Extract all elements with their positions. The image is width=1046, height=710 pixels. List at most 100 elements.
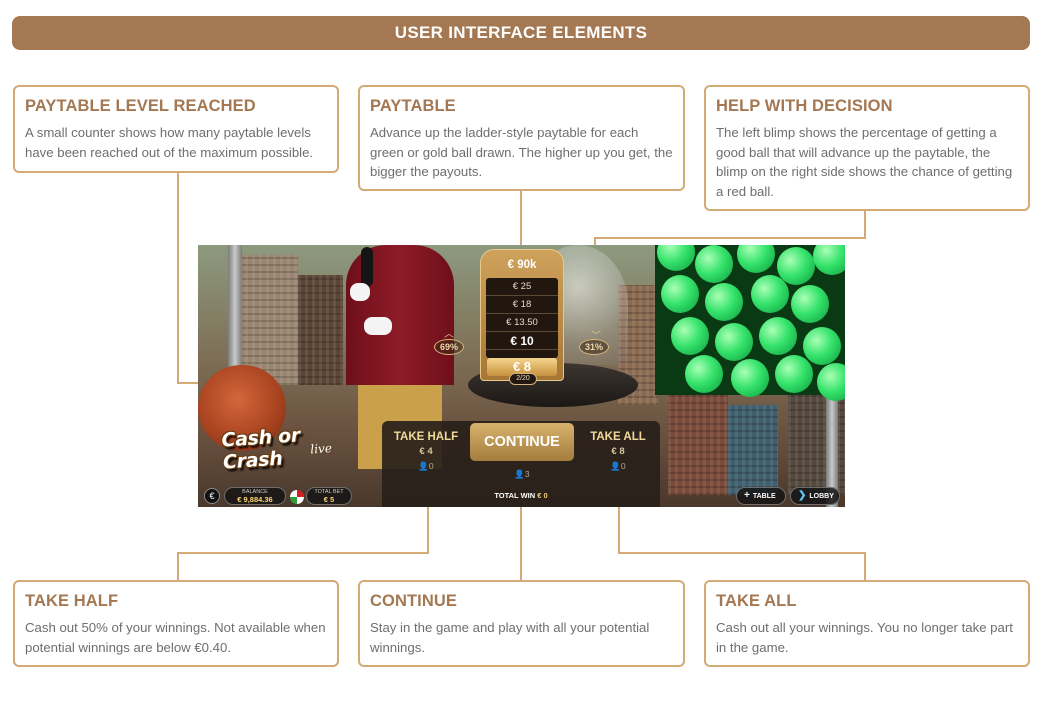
game-screenshot: € 90k € 25 € 18 € 13.50 € 10 € 8 2/20 ︿ …	[198, 245, 845, 507]
green-ball	[685, 355, 723, 393]
total-bet-value: € 5	[323, 495, 335, 504]
person-icon: 👤	[514, 469, 525, 479]
callout-paytable: PAYTABLE Advance up the ladder-style pay…	[358, 85, 685, 191]
total-win-value: € 0	[537, 491, 548, 500]
person-icon: 👤	[418, 461, 429, 471]
callout-text: The left blimp shows the percentage of g…	[716, 125, 1013, 199]
logo-text: Cash or Crash	[220, 424, 301, 474]
green-ball-wall	[655, 245, 845, 401]
take-all-button[interactable]: TAKE ALL € 8 👤0	[574, 421, 662, 472]
lobby-button[interactable]: ❯LOBBY	[790, 487, 840, 505]
green-ball	[731, 359, 769, 397]
background-building	[668, 385, 728, 495]
callout-title: CONTINUE	[370, 592, 457, 610]
continue-players: 👤3	[514, 469, 530, 479]
green-ball	[775, 355, 813, 393]
red-ball-percentage: 31%	[585, 342, 604, 352]
green-ball	[661, 275, 699, 313]
callout-title: HELP WITH DECISION	[716, 97, 893, 115]
callout-text: Cash out 50% of your winnings. Not avail…	[25, 620, 326, 655]
take-all-label: TAKE ALL	[590, 431, 646, 443]
game-logo: Cash or Crash live	[221, 420, 357, 473]
balance-value: € 9,884.36	[237, 495, 273, 504]
good-ball-percentage: 69%	[440, 342, 459, 352]
paytable-row: € 10	[486, 332, 558, 350]
paytable-ladder: € 25 € 18 € 13.50 € 10	[486, 278, 558, 358]
background-building	[298, 275, 343, 385]
table-button[interactable]: +TABLE	[736, 487, 786, 505]
presenter-glove	[364, 317, 392, 335]
paytable-row: € 25	[486, 278, 558, 296]
callout-title: PAYTABLE LEVEL REACHED	[25, 97, 256, 115]
paytable-row: € 13.50	[486, 314, 558, 332]
callout-title: TAKE HALF	[25, 592, 119, 610]
take-half-amount: € 4	[419, 446, 433, 457]
section-header: USER INTERFACE ELEMENTS	[12, 16, 1030, 50]
callout-take-all: TAKE ALL Cash out all your winnings. You…	[704, 580, 1030, 667]
paytable: € 90k € 25 € 18 € 13.50 € 10 € 8	[480, 249, 564, 381]
callout-title: TAKE ALL	[716, 592, 797, 610]
green-ball	[705, 283, 743, 321]
green-ball	[791, 285, 829, 323]
paytable-current-level: € 8	[487, 358, 557, 376]
balance-label: BALANCE	[242, 489, 268, 495]
green-ball	[695, 245, 733, 283]
connector-line	[520, 191, 522, 253]
callout-title: PAYTABLE	[370, 97, 456, 115]
callout-text: Advance up the ladder-style paytable for…	[370, 125, 673, 179]
green-ball	[813, 245, 845, 275]
total-win-label: TOTAL WIN	[494, 491, 536, 500]
pumpkin-decoration	[198, 365, 286, 451]
total-win: TOTAL WIN € 0	[442, 491, 600, 500]
microphone	[361, 247, 373, 287]
lobby-arrow-icon: ❯	[798, 490, 807, 501]
callout-take-half: TAKE HALF Cash out 50% of your winnings.…	[13, 580, 339, 667]
logo-subtext: live	[309, 441, 333, 457]
green-ball	[751, 275, 789, 313]
green-ball	[817, 363, 845, 401]
continue-button[interactable]: CONTINUE	[470, 423, 574, 461]
connector-line	[427, 482, 429, 554]
green-ball	[671, 317, 709, 355]
callout-paytable-level: PAYTABLE LEVEL REACHED A small counter s…	[13, 85, 339, 173]
take-half-label: TAKE HALF	[393, 431, 459, 443]
background-building	[728, 405, 778, 495]
green-ball	[657, 245, 695, 271]
green-ball	[737, 245, 775, 273]
callout-text: Stay in the game and play with all your …	[370, 620, 650, 655]
total-bet-display: TOTAL BET € 5	[306, 487, 352, 505]
callout-text: A small counter shows how many paytable …	[25, 125, 314, 160]
person-icon: 👤	[610, 461, 621, 471]
section-title: USER INTERFACE ELEMENTS	[394, 23, 648, 42]
callout-text: Cash out all your winnings. You no longe…	[716, 620, 1013, 655]
plus-icon: +	[744, 490, 750, 501]
connector-line	[520, 482, 522, 580]
connector-line	[864, 211, 866, 239]
connector-line	[177, 552, 429, 554]
euro-icon[interactable]: €	[204, 488, 220, 504]
green-ball	[803, 327, 841, 365]
connector-line	[177, 173, 179, 384]
take-all-amount: € 8	[611, 446, 625, 457]
decision-panel: TAKE HALF € 4 👤0 CONTINUE 👤3 TAKE ALL € …	[382, 421, 660, 507]
paytable-row: € 18	[486, 296, 558, 314]
callout-help-with-decision: HELP WITH DECISION The left blimp shows …	[704, 85, 1030, 211]
left-blimp	[434, 339, 464, 355]
continue-label: CONTINUE	[484, 434, 560, 450]
paytable-top-prize: € 90k	[507, 259, 537, 271]
take-half-players: 👤0	[418, 461, 434, 471]
take-all-players: 👤0	[610, 461, 626, 471]
chip-icon	[290, 490, 304, 504]
presenter-glove	[350, 283, 370, 301]
balance-display: BALANCE € 9,884.36	[224, 487, 286, 505]
connector-line	[177, 552, 179, 580]
green-ball	[777, 247, 815, 285]
paytable-level-counter: 2/20	[509, 373, 537, 385]
green-ball	[759, 317, 797, 355]
total-bet-label: TOTAL BET	[314, 489, 344, 495]
connector-line	[594, 237, 866, 239]
background-building	[238, 255, 298, 385]
take-half-button[interactable]: TAKE HALF € 4 👤0	[382, 421, 470, 472]
chevron-up-icon: ︿	[444, 329, 454, 340]
right-blimp	[579, 339, 609, 355]
